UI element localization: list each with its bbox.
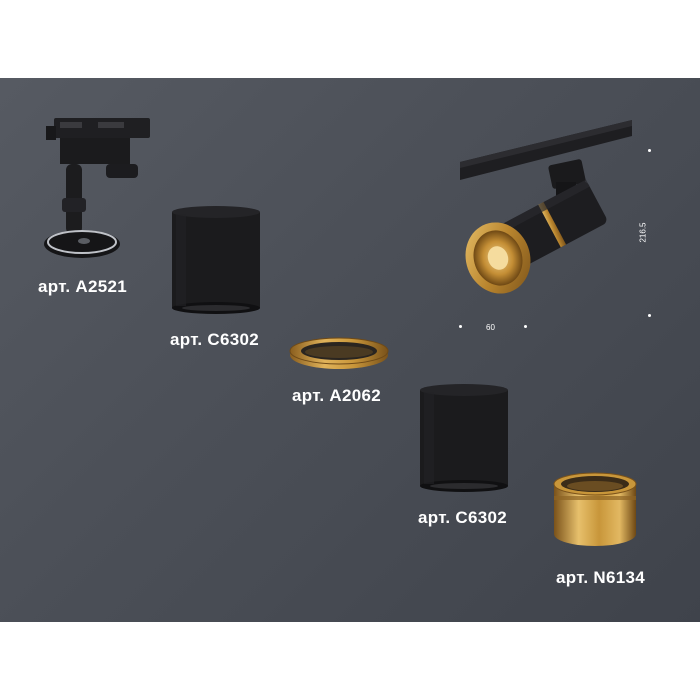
dimension-marker-dot xyxy=(524,325,527,328)
black-cylinder-housing-icon xyxy=(420,384,508,492)
product-label-a2521: арт. A2521 xyxy=(38,277,127,296)
height-dimension: 216.5 xyxy=(638,222,648,243)
gold-ring-icon xyxy=(289,337,389,369)
product-label-n6134: арт. N6134 xyxy=(556,568,645,587)
product-label-c6302-1: арт. C6302 xyxy=(170,330,259,349)
product-composition-area: арт. A2521 арт. C6302 арт. A2062 xyxy=(0,78,700,622)
dimension-marker-dot xyxy=(648,149,651,152)
track-adapter-mount-icon xyxy=(44,118,150,258)
dimension-marker-dot xyxy=(459,325,462,328)
track-spotlight-assembled-icon xyxy=(460,120,632,294)
width-dimension: 60 xyxy=(486,323,495,332)
gold-ring-nozzle-icon xyxy=(553,472,637,546)
dimension-marker-dot xyxy=(648,314,651,317)
product-label-c6302-2: арт. C6302 xyxy=(418,508,507,527)
black-cylinder-housing-icon xyxy=(172,206,260,314)
product-label-a2062: арт. A2062 xyxy=(292,386,381,405)
